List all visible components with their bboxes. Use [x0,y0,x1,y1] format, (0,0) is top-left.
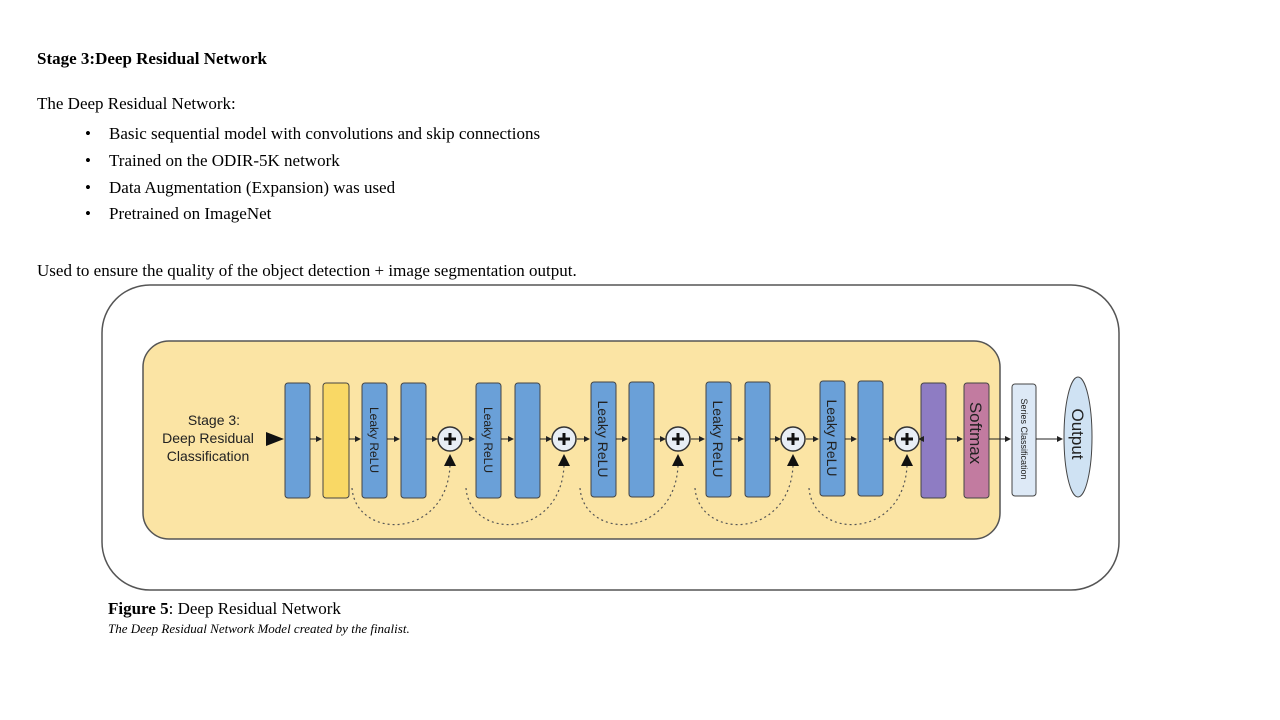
leaky-relu-block [361,382,388,499]
figure-label: Figure 5 [108,599,169,618]
conv-block [284,382,311,499]
skip-arrow-heads [444,454,913,466]
series-classification-label: Series Classification [1019,398,1029,479]
conv-block [857,380,884,497]
leaky-relu-label: Leaky ReLU [481,407,495,473]
leaky-relu-label: Leaky ReLU [595,400,611,477]
plus-icon [437,426,463,452]
bullet-dot-icon: • [85,204,91,224]
conv-block [400,382,427,499]
bullet-item: • Basic sequential model with convolution… [85,121,540,148]
output-ellipse [1063,376,1093,498]
bullet-text: Basic sequential model with convolutions… [109,124,541,144]
bullet-list: • Basic sequential model with convolution… [85,121,540,228]
plus-icon [551,426,577,452]
purple-block [920,382,947,499]
plus-icon [780,426,806,452]
series-classification-block [1011,383,1037,497]
softmax-label: Softmax [966,402,985,465]
bullet-item: • Data Augmentation (Expansion) was used [85,174,540,201]
plus-icon [894,426,920,452]
bullet-dot-icon: • [85,177,91,197]
bullet-item: • Pretrained on ImageNet [85,201,540,228]
bullet-text: Data Augmentation (Expansion) was used [109,177,396,197]
bullet-dot-icon: • [85,124,91,144]
leaky-relu-label: Leaky ReLU [710,400,726,477]
conv-block [628,381,655,498]
stage-label-line-3: Classification [167,448,249,464]
leaky-relu-block [475,382,502,499]
input-arrow-icon [266,432,284,446]
bullet-item: • Trained on the ODIR-5K network [85,148,540,175]
stage-label-line-2: Deep Residual [162,430,254,446]
usage-text: Used to ensure the quality of the object… [37,261,577,280]
figure-caption: Figure 5: Deep Residual Network [108,599,341,619]
softmax-block [963,382,990,499]
figure-subtitle: The Deep Residual Network Model created … [108,621,410,636]
leaky-relu-label: Leaky ReLU [367,407,381,473]
output-label: Output [1068,408,1087,459]
stage-label-line-1: Stage 3: [188,412,240,428]
conv-block [514,382,541,499]
intro-text: The Deep Residual Network: [37,94,236,113]
add-nodes [437,426,920,452]
bullet-dot-icon: • [85,151,91,171]
leaky-relu-label: Leaky ReLU [824,399,840,476]
yellow-block [322,382,350,499]
figure-title: : Deep Residual Network [168,599,341,618]
bullet-text: Pretrained on ImageNet [109,204,272,224]
conv-block [744,381,771,498]
slide-title: Stage 3:Deep Residual Network [37,49,267,68]
bullet-text: Trained on the ODIR-5K network [109,151,340,171]
plus-icon [665,426,691,452]
